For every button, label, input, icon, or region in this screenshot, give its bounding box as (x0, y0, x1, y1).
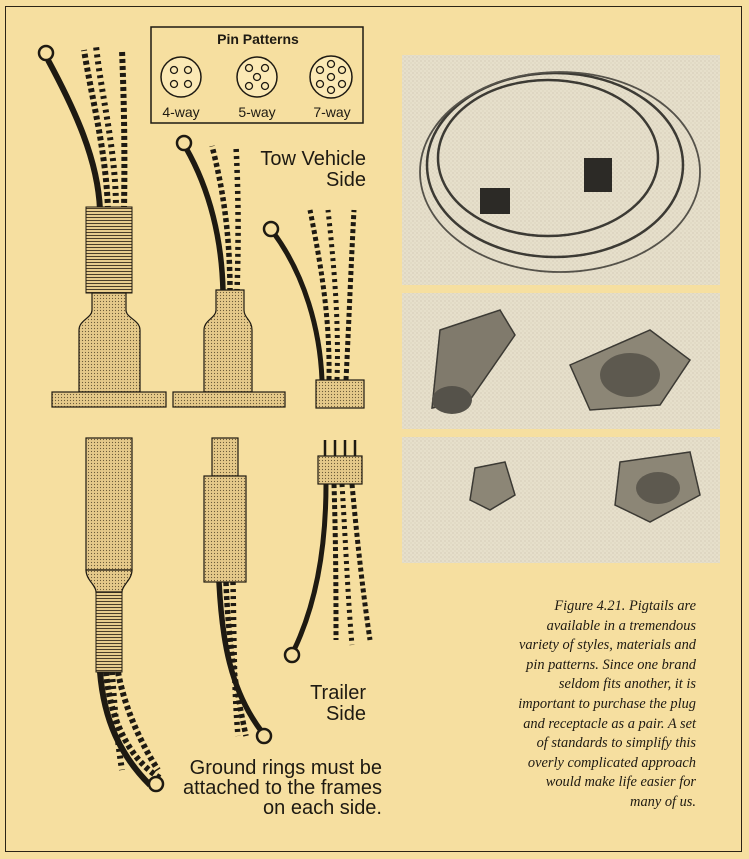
trailer-line2: Side (325, 703, 366, 725)
caption-line: and receptacle as a pair. A set (523, 715, 696, 732)
ground-ring-icon (37, 44, 55, 62)
ground-ring-icon (283, 646, 301, 664)
photo-coiled-pigtail (402, 55, 720, 285)
trailer-pigtail-medium (203, 437, 273, 745)
ground-ring-icon (175, 134, 193, 152)
caption-line: pin patterns. Since one brand (526, 656, 696, 673)
trailer-side-label: Trailer Side (280, 683, 366, 725)
pin-5way-icon (236, 56, 278, 98)
caption-line: of standards to simplify this (536, 735, 696, 752)
caption-line: overly complicated approach (527, 754, 696, 771)
tow-pigtail-small (262, 209, 365, 409)
caption-line: Figure 4.21. Pigtails are (554, 598, 696, 614)
pin-patterns-box (150, 26, 364, 124)
caption-line: seldom fits another, it is (558, 676, 696, 693)
ground-ring-icon (262, 220, 280, 238)
caption-line: variety of styles, materials and (518, 637, 696, 654)
ground-ring-icon (255, 727, 273, 745)
pin-patterns-title: Pin Patterns (217, 31, 299, 47)
tow-pigtail-medium (172, 134, 286, 408)
pin-4way-icon (160, 56, 202, 98)
trailer-pigtail-small (283, 440, 373, 664)
pin-label-4way: 4-way (162, 104, 200, 120)
tow-vehicle-line1: Tow Vehicle (260, 148, 366, 170)
photo-small-plug-receptacle (402, 437, 720, 563)
tow-vehicle-line2: Side (325, 169, 366, 191)
figure-frame (5, 6, 742, 852)
photo-plug-receptacle (402, 293, 720, 429)
pin-label-7way: 7-way (313, 104, 351, 120)
caption-line: available in a tremendous (546, 617, 696, 634)
tow-pigtail-large (37, 44, 167, 408)
ground-note-line1: Ground rings must be (189, 757, 382, 779)
caption-line: would make life easier for (545, 774, 696, 791)
trailer-line1: Trailer (310, 682, 366, 704)
caption-line: many of us. (630, 793, 696, 810)
ground-note-line3: on each side. (263, 797, 382, 819)
tow-vehicle-side-label: Tow Vehicle Side (236, 149, 366, 191)
ground-note-line2: attached to the frames (182, 777, 382, 799)
pin-7way-icon (309, 55, 353, 99)
caption-line: important to purchase the plug (518, 695, 696, 712)
figure-caption: Figure 4.21. Pigtails are available in a… (450, 597, 696, 813)
pin-label-5way: 5-way (238, 104, 276, 120)
ground-ring-icon (147, 775, 165, 793)
ground-ring-note: Ground rings must be attached to the fra… (160, 758, 382, 818)
trailer-pigtail-large (85, 437, 165, 793)
